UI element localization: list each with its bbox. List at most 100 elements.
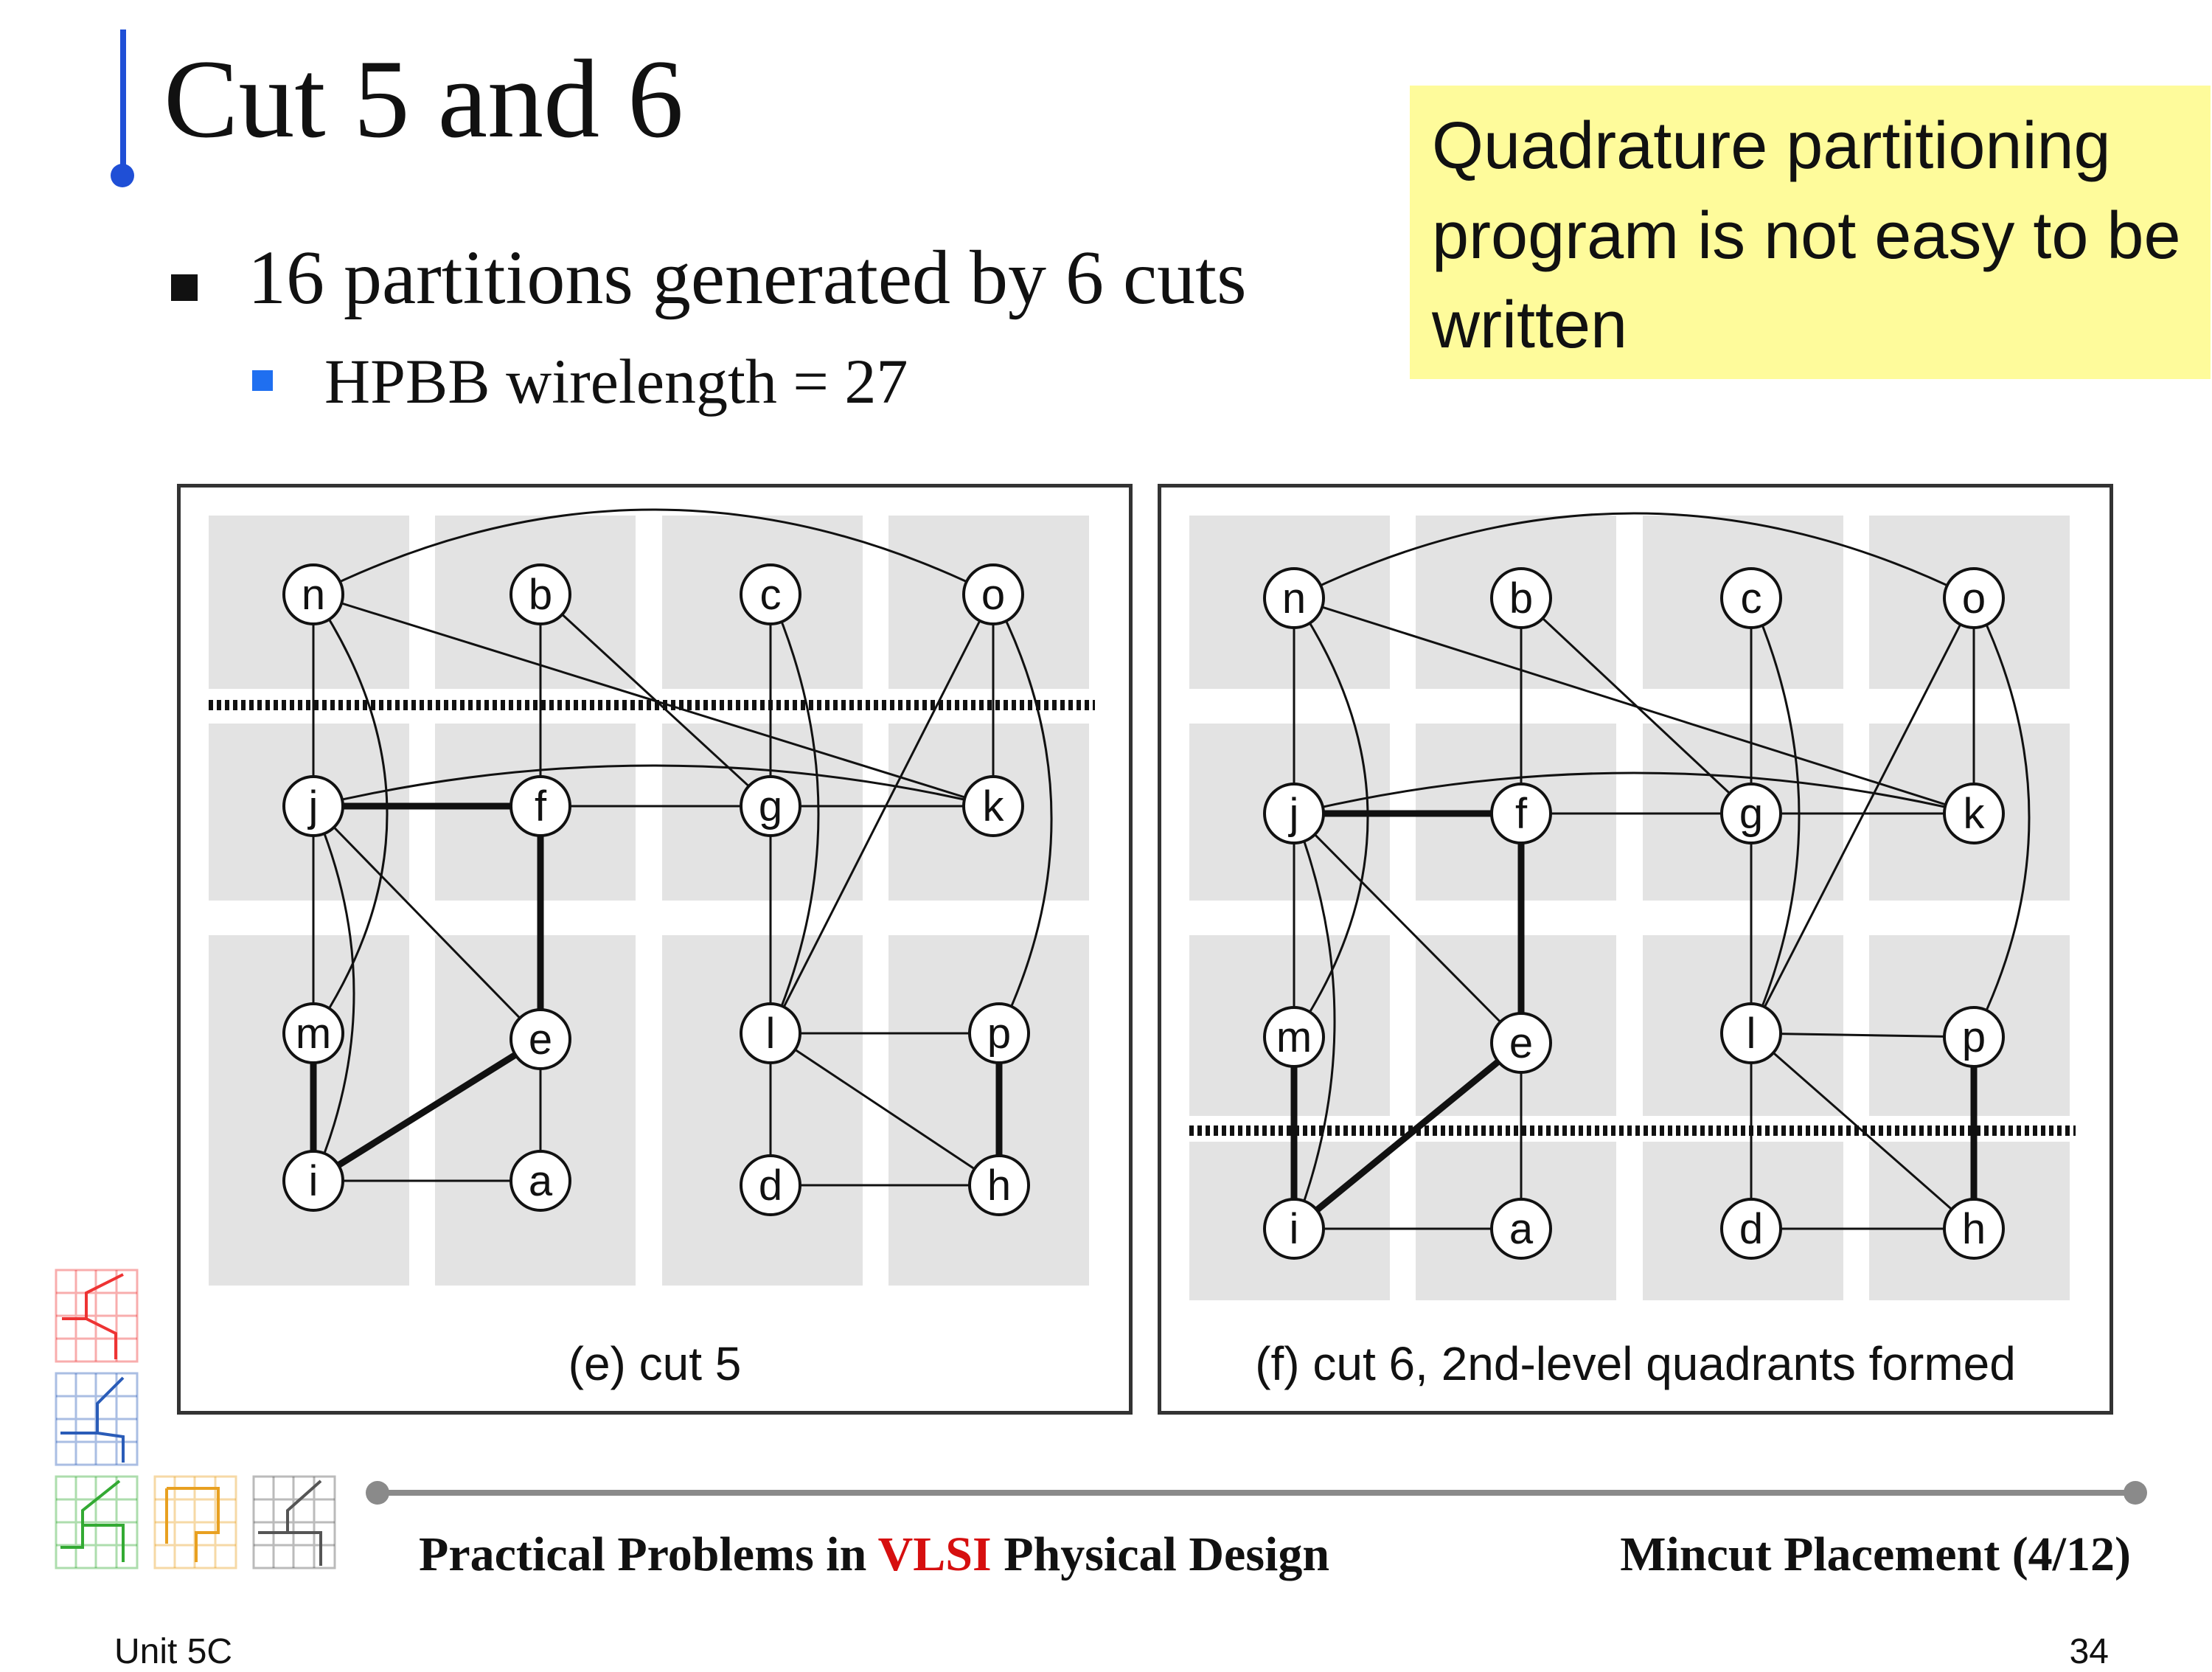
node-j <box>282 775 344 837</box>
node-a <box>1490 1198 1552 1260</box>
node-j <box>1263 783 1325 844</box>
node-a <box>509 1150 571 1212</box>
partition-region-r2c2 <box>662 935 863 1286</box>
node-label-h: h <box>1962 1205 1986 1253</box>
edge-j-e <box>312 805 542 1041</box>
node-f <box>1490 783 1552 844</box>
edge-j-i <box>1293 813 1336 1229</box>
edge-n-k <box>1293 597 1975 815</box>
node-label-e: e <box>529 1016 552 1064</box>
footer-course-post: Physical Design <box>991 1527 1330 1581</box>
edge-j-i <box>312 805 355 1182</box>
footer-rule-right-dot <box>2124 1481 2147 1505</box>
node-m <box>1263 1006 1325 1068</box>
edge-n-k <box>313 593 994 808</box>
footer-course-vlsi: VLSI <box>877 1527 992 1581</box>
node-label-i: i <box>1290 1205 1299 1253</box>
course-logo-icon <box>55 1269 336 1569</box>
panel-caption-e: (e) cut 5 <box>568 1337 742 1390</box>
footer-rule-left-dot <box>366 1481 389 1505</box>
edge-l-h <box>770 1032 1000 1187</box>
node-label-g: g <box>1739 790 1763 838</box>
logo-green-grid <box>55 1475 139 1569</box>
edge-j-e <box>1293 812 1523 1044</box>
node-label-n: n <box>1282 575 1306 622</box>
node-label-k: k <box>1964 790 1986 838</box>
node-label-c: c <box>760 571 782 619</box>
footer-section-title: Mincut Placement (4/12) <box>1620 1527 2131 1581</box>
bullet-square-icon <box>171 274 198 301</box>
edge-n-o <box>1293 512 1975 600</box>
node-i <box>1263 1198 1325 1260</box>
node-label-p: p <box>987 1010 1011 1058</box>
node-o <box>962 563 1024 625</box>
node-f <box>509 775 571 837</box>
logo-red-grid <box>55 1269 139 1363</box>
node-label-l: l <box>1747 1010 1756 1058</box>
edge-bold-e-i <box>1292 1040 1523 1232</box>
edge-j-k <box>1293 771 1975 815</box>
edge-j-k <box>313 764 994 808</box>
node-label-n: n <box>302 571 325 619</box>
node-d <box>740 1154 801 1216</box>
node-i <box>282 1150 344 1212</box>
bullet-wirelength: HPBB wirelength = 27 <box>324 346 908 417</box>
callout-note: Quadrature partitioning program is not e… <box>1410 86 2211 379</box>
partition-regions <box>209 516 1089 1286</box>
node-label-b: b <box>1509 575 1533 622</box>
node-label-o: o <box>1962 575 1986 622</box>
node-label-j: j <box>1288 790 1299 838</box>
node-d <box>1720 1198 1782 1260</box>
node-label-l: l <box>766 1010 776 1058</box>
graph-edges <box>1290 512 2031 1232</box>
node-h <box>968 1154 1030 1216</box>
node-o <box>1943 567 2005 629</box>
partition-region-r2c0 <box>209 935 409 1286</box>
edge-n-m <box>1293 597 1369 1038</box>
edge-o-p <box>992 594 1053 1034</box>
node-p <box>1943 1006 2005 1068</box>
node-b <box>1490 567 1552 629</box>
logo-blue-grid <box>55 1372 139 1466</box>
node-p <box>968 1002 1030 1064</box>
title-accent-dot <box>111 164 134 187</box>
node-label-a: a <box>529 1157 553 1205</box>
title-accent-bar <box>120 30 126 171</box>
node-l <box>1720 1002 1782 1064</box>
node-n <box>282 563 344 625</box>
node-e <box>509 1008 571 1070</box>
page-number: 34 <box>2069 1632 2109 1671</box>
partition-regions <box>1189 516 2070 1300</box>
node-label-m: m <box>296 1010 331 1058</box>
node-label-m: m <box>1276 1013 1312 1061</box>
slide-title: Cut 5 and 6 <box>164 37 684 161</box>
node-label-f: f <box>1515 790 1528 838</box>
logo-orange-grid <box>153 1475 237 1569</box>
edge-o-l <box>769 594 995 1034</box>
node-k <box>962 775 1024 837</box>
node-b <box>509 563 571 625</box>
footer-rule <box>378 1490 2135 1496</box>
node-m <box>282 1002 344 1064</box>
partition-region-r2c3 <box>888 935 1089 1286</box>
node-label-p: p <box>1962 1013 1986 1061</box>
node-label-e: e <box>1509 1019 1533 1067</box>
node-label-i: i <box>309 1157 319 1205</box>
unit-label: Unit 5C <box>114 1632 233 1671</box>
node-label-o: o <box>981 571 1005 619</box>
node-label-k: k <box>983 783 1005 830</box>
edge-o-l <box>1750 597 1975 1034</box>
edge-l-p <box>1750 1032 1975 1038</box>
node-label-g: g <box>759 783 782 830</box>
node-l <box>740 1002 801 1064</box>
footer-course-pre: Practical Problems in <box>419 1527 878 1581</box>
edge-l-h <box>1750 1032 1975 1230</box>
node-label-f: f <box>535 783 547 830</box>
edge-n-o <box>313 508 994 596</box>
node-c <box>740 563 801 625</box>
